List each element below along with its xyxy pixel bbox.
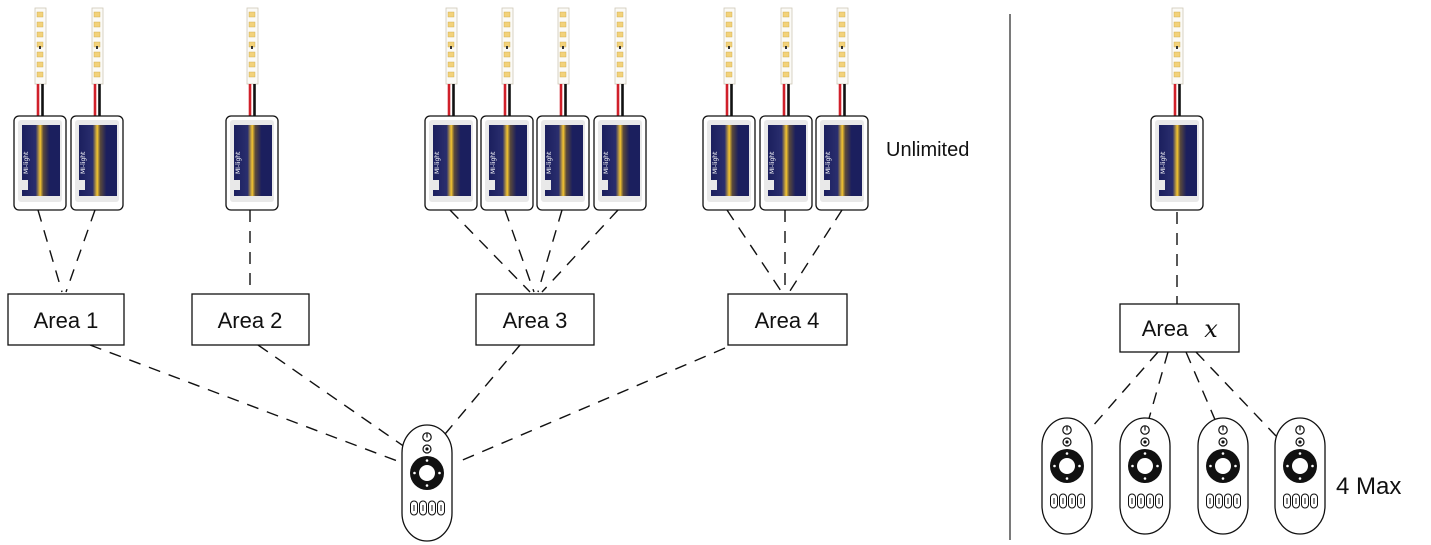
area-label: Area 1 xyxy=(34,308,99,333)
remote-icon xyxy=(1197,417,1249,535)
controller-brand: MI-light xyxy=(712,151,719,174)
controller-brand: MI-light xyxy=(235,151,242,174)
controller-brand: MI-light xyxy=(769,151,776,174)
area-label: Area 3 xyxy=(503,308,568,333)
controller-brand: MI-light xyxy=(80,151,87,174)
controller-brand: MI-light xyxy=(434,151,441,174)
led-strip-icon xyxy=(91,7,104,118)
area-x-symbol: x xyxy=(1204,315,1218,343)
controller-icon: MI-light xyxy=(593,115,647,211)
power-icon xyxy=(1062,425,1072,435)
remote-icon xyxy=(1041,417,1093,535)
led-strip-icon xyxy=(445,7,458,118)
led-strip-icon xyxy=(1171,7,1184,118)
led-strip-icon xyxy=(836,7,849,118)
controller-brand: MI-light xyxy=(23,151,30,174)
remote-icon xyxy=(1119,417,1171,535)
led-strip-icon xyxy=(614,7,627,118)
led-strip-icon xyxy=(780,7,793,118)
area-box: Area 2 xyxy=(191,293,310,346)
power-icon xyxy=(1140,425,1150,435)
controller-icon: MI-light xyxy=(536,115,590,211)
controller-icon: MI-light xyxy=(13,115,67,211)
unlimited-label: Unlimited xyxy=(886,139,969,161)
remote-icon xyxy=(401,424,453,542)
controllers: MI-light MI-light MI-light MI-light MI-light… xyxy=(13,115,1204,211)
controller-brand: MI-light xyxy=(825,151,832,174)
power-icon xyxy=(1218,425,1228,435)
max-remotes-label: 4 Max xyxy=(1336,473,1401,500)
controller-icon: MI-light xyxy=(424,115,478,211)
led-strip-icon xyxy=(501,7,514,118)
area-box: Area 4 xyxy=(727,293,848,346)
power-icon xyxy=(1295,425,1305,435)
area-box: Area 1 xyxy=(7,293,125,346)
connection-lines xyxy=(37,209,1277,463)
area-x-box: Area x xyxy=(1119,303,1240,353)
area-label: Area 2 xyxy=(218,308,283,333)
controller-icon: MI-light xyxy=(815,115,869,211)
controller-brand: MI-light xyxy=(490,151,497,174)
remotes xyxy=(401,417,1326,542)
remote-icon xyxy=(1274,417,1326,535)
led-strip-icon xyxy=(557,7,570,118)
controller-icon: MI-light xyxy=(225,115,279,211)
led-strip-icon xyxy=(34,7,47,118)
controller-brand: MI-light xyxy=(1160,151,1167,174)
power-icon xyxy=(422,432,432,442)
area-x-label: Area xyxy=(1142,316,1189,341)
controller-icon: MI-light xyxy=(70,115,124,211)
area-box: Area 3 xyxy=(475,293,595,346)
controller-brand: MI-light xyxy=(603,151,610,174)
led-strip-icon xyxy=(246,7,259,118)
controller-icon: MI-light xyxy=(1150,115,1204,211)
controller-brand: MI-light xyxy=(546,151,553,174)
controller-icon: MI-light xyxy=(480,115,534,211)
area-label: Area 4 xyxy=(755,308,820,333)
led-strip-icon xyxy=(723,7,736,118)
controller-icon: MI-light xyxy=(702,115,756,211)
led-strips xyxy=(34,7,1184,118)
controller-icon: MI-light xyxy=(759,115,813,211)
